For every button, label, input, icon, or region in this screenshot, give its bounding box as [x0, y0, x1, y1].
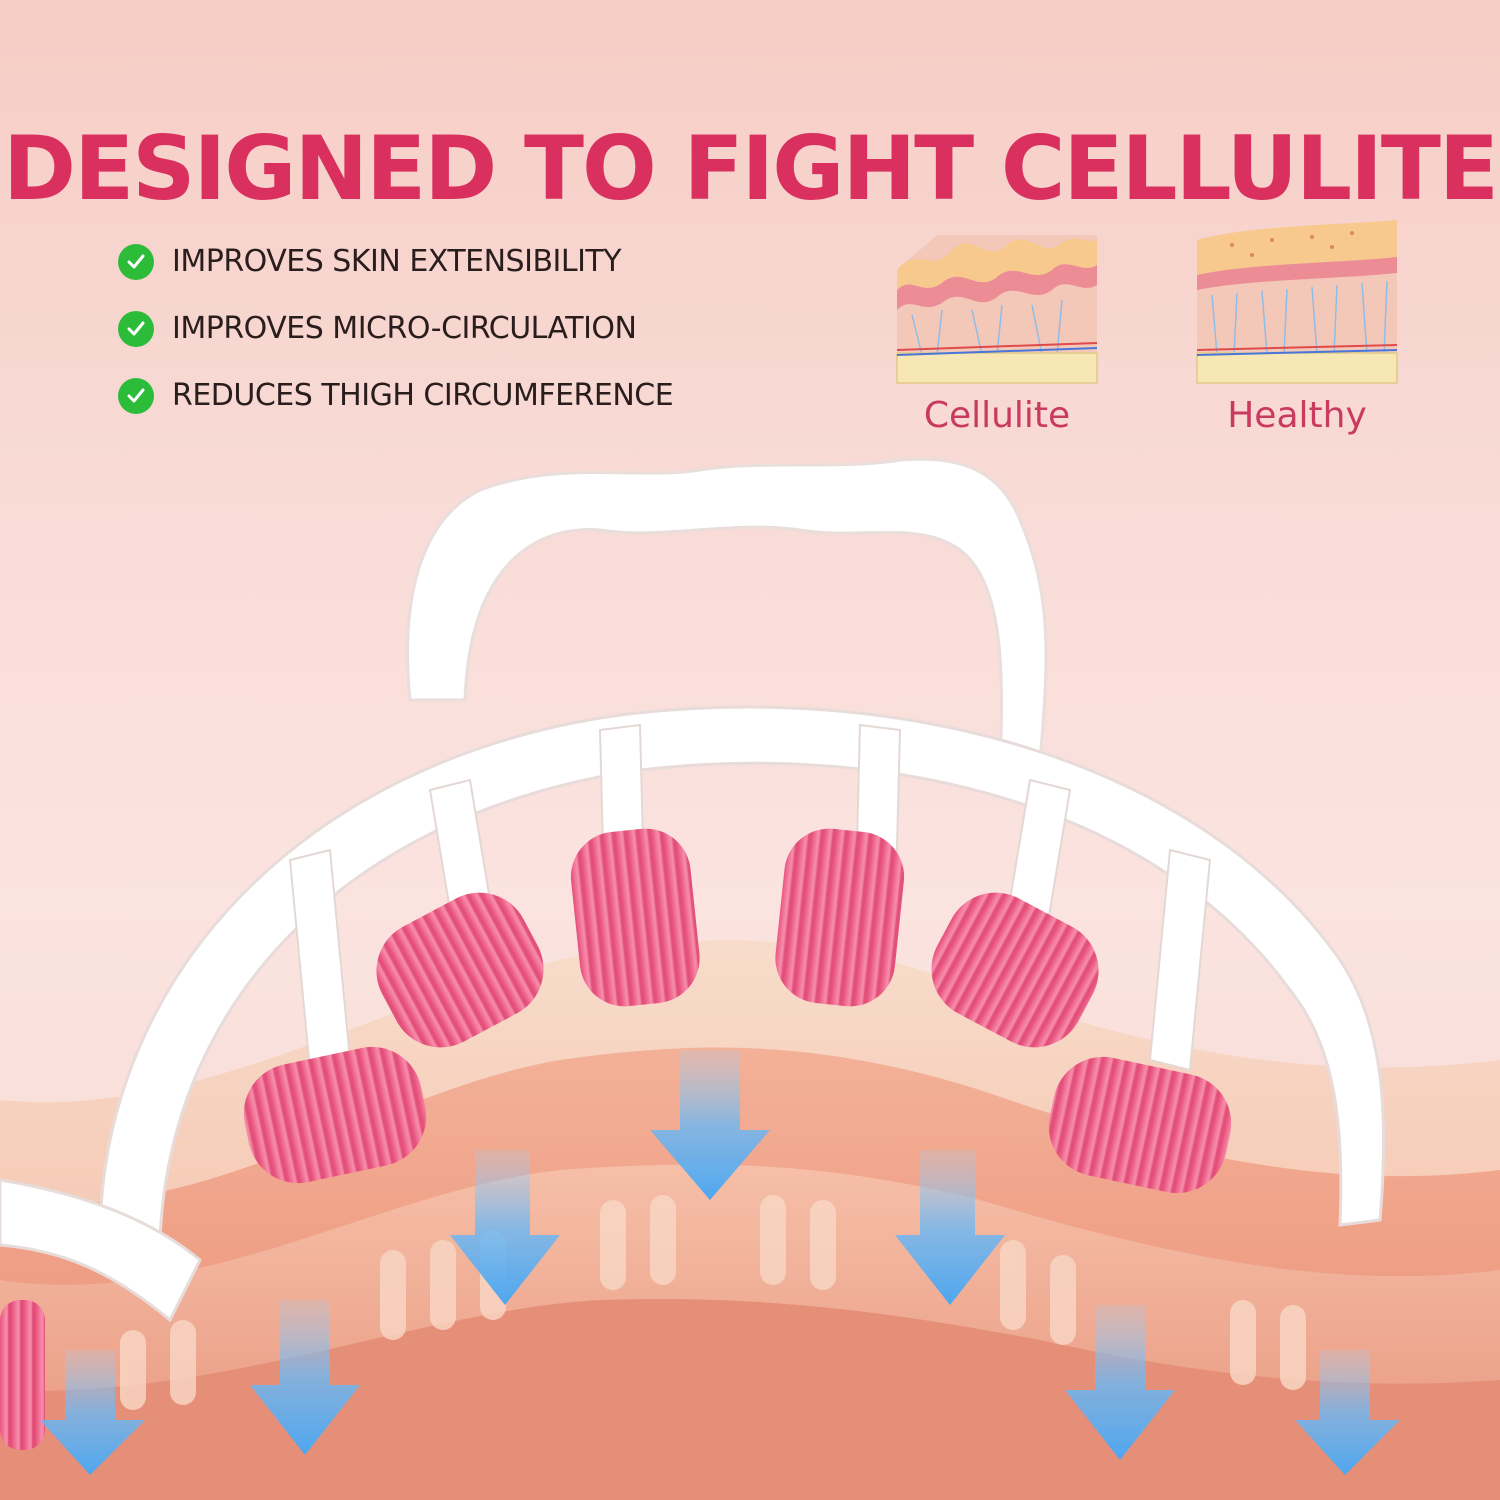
skin-layers — [0, 940, 1500, 1500]
cellulite-skin-icon — [896, 235, 1098, 384]
check-icon — [118, 310, 154, 347]
benefit-text: REDUCES THIGH CIRCUMFERENCE — [172, 378, 674, 413]
benefit-item: REDUCES THIGH CIRCUMFERENCE — [118, 362, 758, 429]
skin-panel-healthy: Healthy — [1192, 215, 1402, 445]
massager-handle — [406, 457, 1048, 762]
pressure-arrows — [40, 1050, 1400, 1475]
benefit-item: IMPROVES MICRO-CIRCULATION — [118, 295, 758, 362]
benefit-item: IMPROVES SKIN EXTENSIBILITY — [118, 228, 758, 295]
skin-label-healthy: Healthy — [1227, 395, 1367, 436]
benefit-text: IMPROVES SKIN EXTENSIBILITY — [172, 244, 622, 279]
headline: DESIGNED TO FIGHT CELLULITE — [3, 116, 1499, 220]
healthy-skin-icon — [1196, 220, 1398, 384]
check-icon — [118, 243, 154, 280]
skin-panel-cellulite: Cellulite — [892, 215, 1102, 445]
rollers — [0, 828, 1232, 1450]
benefits-list: IMPROVES SKIN EXTENSIBILITY IMPROVES MIC… — [118, 228, 758, 429]
skin-label-cellulite: Cellulite — [923, 395, 1071, 436]
benefit-text: IMPROVES MICRO-CIRCULATION — [172, 311, 637, 346]
check-icon — [118, 377, 154, 414]
